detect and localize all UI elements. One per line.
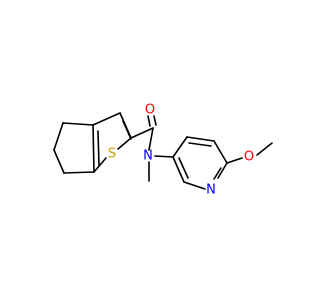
nitrogen-amide-label: N bbox=[143, 149, 153, 164]
bond bbox=[147, 115, 151, 127]
bond bbox=[186, 136, 215, 142]
sulfur-label: S bbox=[108, 147, 116, 162]
bond bbox=[53, 122, 64, 151]
bond bbox=[183, 181, 206, 190]
bond bbox=[256, 142, 273, 156]
bond bbox=[153, 115, 157, 126]
bond bbox=[178, 157, 189, 179]
bond bbox=[217, 162, 228, 179]
bond bbox=[172, 156, 185, 183]
bond bbox=[92, 112, 121, 126]
bond bbox=[93, 157, 107, 173]
bond bbox=[97, 130, 100, 167]
bond bbox=[117, 137, 132, 150]
oxygen-carbonyl-label: O bbox=[145, 103, 155, 118]
oxygen-methoxy-label: O bbox=[244, 150, 254, 165]
bond bbox=[92, 124, 95, 173]
bond bbox=[148, 127, 154, 151]
bond bbox=[188, 142, 212, 147]
bond bbox=[172, 136, 188, 158]
bond bbox=[154, 155, 174, 158]
molecule-canvas: O S N N O bbox=[53, 102, 273, 198]
bond bbox=[53, 149, 65, 174]
molecule-structure: O S N N O bbox=[53, 103, 273, 198]
nitrogen-pyridine-label: N bbox=[206, 183, 216, 198]
bond bbox=[226, 157, 243, 164]
bond bbox=[130, 127, 154, 139]
bond bbox=[213, 167, 222, 180]
bond bbox=[62, 122, 94, 126]
bond bbox=[122, 120, 132, 140]
bond bbox=[213, 140, 228, 164]
bond bbox=[63, 171, 95, 174]
